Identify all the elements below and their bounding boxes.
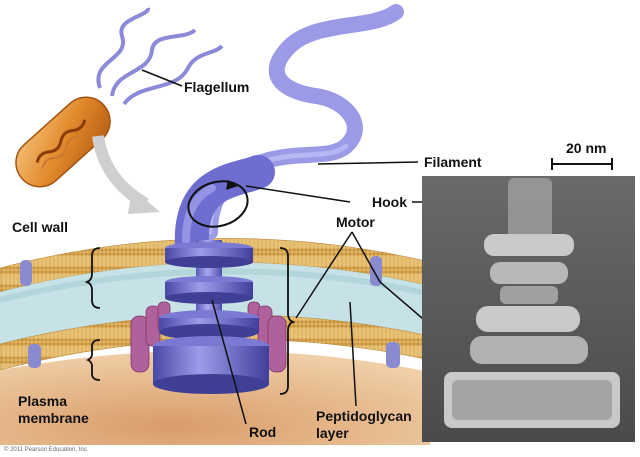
label-hook: Hook [372,194,407,210]
label-scale-bar: 20 nm [566,140,607,156]
cell-wall-bracket [84,247,101,309]
label-rod: Rod [249,424,277,440]
label-peptidoglycan-line1: Peptidoglycan [316,408,412,424]
plasma-membrane-bracket [85,339,101,381]
filament [202,4,404,240]
membrane-protein-left [20,260,32,286]
bacterium-cell [15,96,111,188]
label-plasma-membrane-line1: Plasma [18,393,68,409]
label-flagellum: Flagellum [184,79,250,95]
scale-bar [551,158,613,170]
motor-bracket [279,247,296,395]
bacterium-flagella [96,7,150,89]
label-motor: Motor [336,214,375,230]
rotation-arrow [187,180,249,228]
label-cell-wall: Cell wall [12,219,69,235]
cytoplasm [0,350,430,445]
copyright-notice: © 2011 Pearson Education, Inc. [4,447,89,453]
label-peptidoglycan-line2: layer [316,425,349,441]
membrane-protein-right [370,256,382,286]
hook [174,155,275,265]
label-filament: Filament [424,154,482,170]
zoom-arrow [92,135,150,210]
label-plasma-membrane-line2: membrane [18,410,89,426]
